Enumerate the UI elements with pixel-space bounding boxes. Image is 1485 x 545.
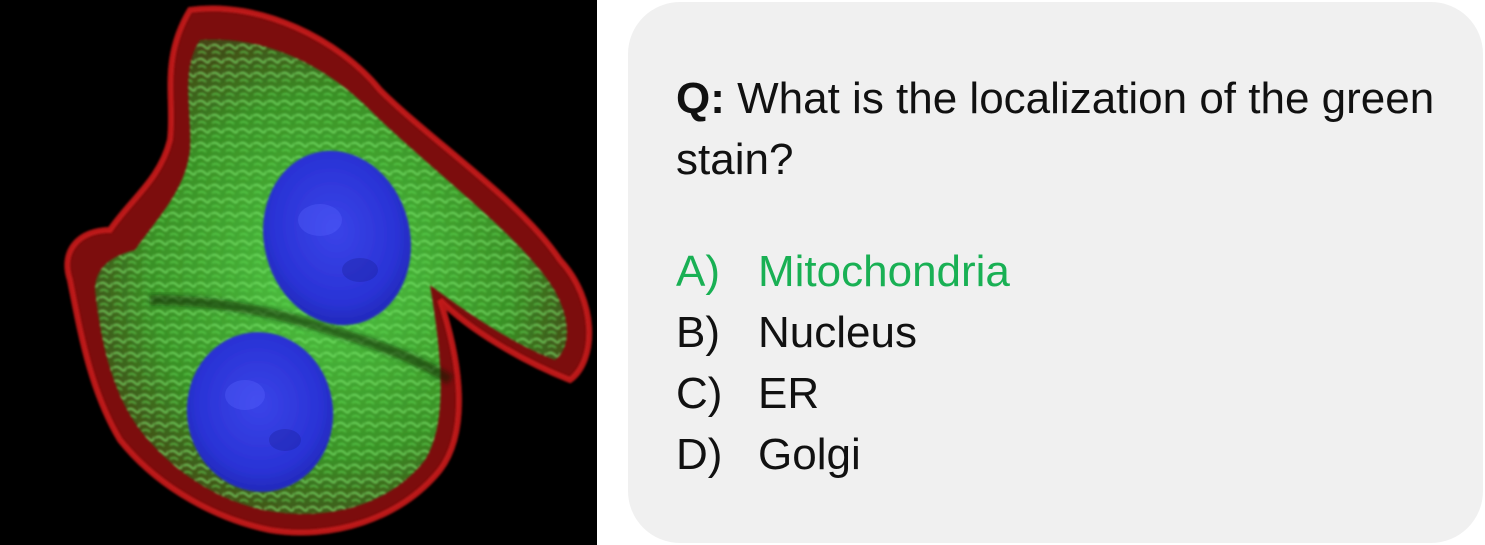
- option-d[interactable]: D) Golgi: [676, 424, 1483, 485]
- cell-micrograph-image: [0, 0, 597, 545]
- question-card: Q: What is the localization of the green…: [628, 2, 1483, 543]
- option-label: Golgi: [758, 430, 861, 479]
- option-a[interactable]: A) Mitochondria: [676, 241, 1483, 302]
- option-label: Mitochondria: [758, 247, 1010, 296]
- question-text: Q: What is the localization of the green…: [676, 68, 1436, 190]
- answer-options: A) Mitochondria B) Nucleus C) ER D) Golg…: [676, 241, 1483, 485]
- option-label: ER: [758, 369, 820, 418]
- question-prefix: Q:: [676, 74, 725, 123]
- option-c[interactable]: C) ER: [676, 363, 1483, 424]
- option-b[interactable]: B) Nucleus: [676, 302, 1483, 363]
- fluorescence-micrograph-icon: [64, 5, 593, 536]
- option-letter: B): [676, 308, 720, 357]
- question-body: What is the localization of the green st…: [676, 74, 1435, 184]
- option-label: Nucleus: [758, 308, 917, 357]
- option-letter: A): [676, 247, 720, 296]
- option-letter: D): [676, 430, 723, 479]
- option-letter: C): [676, 369, 723, 418]
